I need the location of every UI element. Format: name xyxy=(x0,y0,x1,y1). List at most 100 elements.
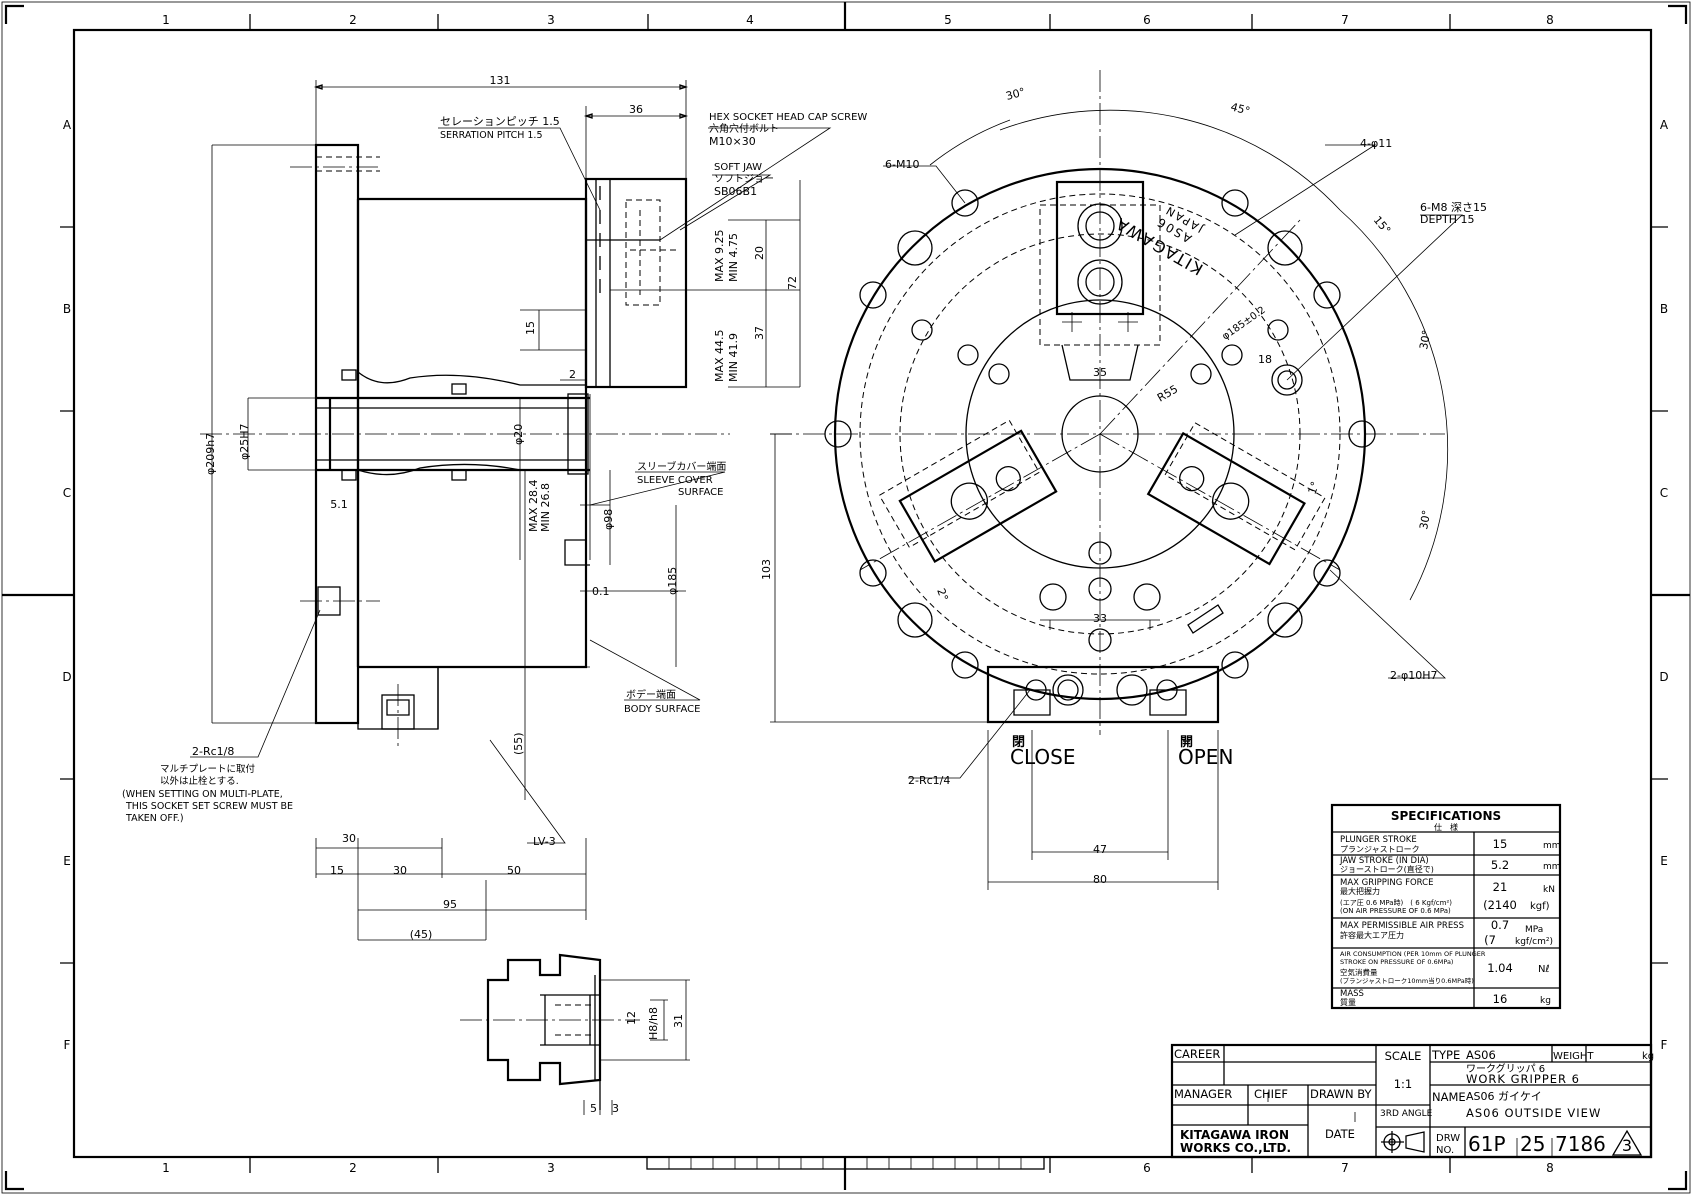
manager-label: MANAGER xyxy=(1174,1087,1232,1101)
angle-30a: 30° xyxy=(1004,85,1026,103)
spec-label: PLUNGER STROKE xyxy=(1340,835,1417,845)
spec-value: 1.04 xyxy=(1487,961,1513,975)
sleeve-en1: SLEEVE COVER xyxy=(637,475,713,486)
desc-jp: ワークグリッパ 6 xyxy=(1466,1062,1545,1075)
dim-15b: 15 xyxy=(330,864,344,877)
angle-30b: 30° xyxy=(1417,329,1433,350)
grid-labels: 1 2 3 4 5 6 7 8 1 2 3 6 7 8 A B C D E F … xyxy=(62,13,1669,1175)
dim-50: 50 xyxy=(507,864,521,877)
row-label: E xyxy=(63,854,71,868)
side-view-notes: セレーションピッチ 1.5 SERRATION PITCH 1.5 HEX SO… xyxy=(122,112,867,848)
title-block: CAREER SCALE 1:1 TYPE AS06 WEIGHT kg ワーク… xyxy=(1170,1043,1654,1159)
drawn-by-label: DRAWN BY xyxy=(1310,1087,1373,1101)
dim-30b: 30 xyxy=(393,864,407,877)
row-label: E xyxy=(1660,854,1668,868)
dim-45: (45) xyxy=(410,928,433,941)
name-en: AS06 OUTSIDE VIEW xyxy=(1466,1106,1601,1120)
dim-phi25: φ25H7 xyxy=(238,423,251,460)
depth-label: DEPTH 15 xyxy=(1420,213,1475,226)
dim-47: 47 xyxy=(1093,843,1107,856)
spec-value: 16 xyxy=(1493,992,1508,1006)
soft-jaw-jp: ソフトジョー xyxy=(714,174,774,185)
name-jp: AS06 ガイケイ xyxy=(1466,1090,1542,1103)
soft-jaw-code: SB06B1 xyxy=(714,185,757,198)
scale-value: 1:1 xyxy=(1394,1077,1413,1091)
dim-103: 103 xyxy=(760,559,773,580)
rc18-label: 2-Rc1/8 xyxy=(192,745,234,758)
multi-jp1: マルチプレートに取付 xyxy=(160,764,256,775)
multi-en2: THIS SOCKET SET SCREW MUST BE xyxy=(125,801,293,812)
spec-unit: Nℓ xyxy=(1538,964,1550,975)
dim-15: 15 xyxy=(524,321,537,335)
rc14-label: 2-Rc1/4 xyxy=(908,774,950,787)
dim-72: 72 xyxy=(786,276,799,290)
dim-5-1: 5.1 xyxy=(330,498,348,511)
side-view xyxy=(200,80,801,941)
col-label: 5 xyxy=(944,13,952,27)
dim-37: 37 xyxy=(753,326,766,340)
angle-2: 2° xyxy=(934,587,950,603)
dim-max925: MAX 9.25 xyxy=(713,229,726,282)
type-label: TYPE xyxy=(1431,1048,1460,1062)
spec-label: MAX GRIPPING FORCE xyxy=(1340,878,1433,888)
open-label: OPEN xyxy=(1178,745,1233,769)
close-label: CLOSE xyxy=(1010,745,1075,769)
desc-en: WORK GRIPPER 6 xyxy=(1466,1072,1580,1086)
spec-label-jp: 許容最大エア圧力 xyxy=(1340,930,1404,940)
spec-value: (7 xyxy=(1484,933,1496,947)
dim-33: 33 xyxy=(1093,612,1107,625)
row-label: C xyxy=(63,486,71,500)
dim-min475: MIN 4.75 xyxy=(727,233,740,282)
drawing-number-b: 25 xyxy=(1520,1132,1545,1156)
spec-value: 0.7 xyxy=(1491,918,1509,932)
dim-18: 18 xyxy=(1258,353,1272,366)
angle-label: 3RD ANGLE xyxy=(1380,1109,1433,1119)
col-label: 2 xyxy=(349,13,357,27)
chief-label: CHIEF xyxy=(1254,1087,1288,1101)
spec-title-jp: 仕 様 xyxy=(1434,822,1458,832)
dim-12: 12 xyxy=(625,1011,638,1025)
spec-unit: mm xyxy=(1543,841,1561,851)
dim-2: 2 xyxy=(569,368,576,381)
spec-title: SPECIFICATIONS xyxy=(1391,809,1501,823)
row-label: A xyxy=(1660,118,1669,132)
col-label: 8 xyxy=(1546,13,1554,27)
spec-label-jp: 質量 xyxy=(1340,997,1356,1007)
col-label: 3 xyxy=(547,1161,555,1175)
col-label: 3 xyxy=(547,13,555,27)
name-label: NAME xyxy=(1432,1090,1466,1104)
bolt-holes xyxy=(824,189,1376,679)
col-label: 8 xyxy=(1546,1161,1554,1175)
row-label: F xyxy=(64,1038,71,1052)
dim-36: 36 xyxy=(629,103,643,116)
type-value: AS06 xyxy=(1466,1048,1496,1062)
spec-label: AIR CONSUMPTION (PER 10mm OF PLUNGER xyxy=(1340,950,1486,958)
dim-55: (55) xyxy=(512,732,525,755)
phi11-label: 4-φ11 xyxy=(1360,137,1392,150)
dim-3: 3 xyxy=(612,1102,619,1115)
dim-5: 5 xyxy=(590,1102,597,1115)
row-label: F xyxy=(1661,1038,1668,1052)
dim-80: 80 xyxy=(1093,873,1107,886)
spec-label-jp: プランジャストローク xyxy=(1340,845,1420,854)
spec-label: MAX PERMISSIBLE AIR PRESS xyxy=(1340,921,1464,931)
hex-en: HEX SOCKET HEAD CAP SCREW xyxy=(709,112,867,123)
col-label: 6 xyxy=(1143,1161,1151,1175)
spec-sub: (ON AIR PRESSURE OF 0.6 MPa) xyxy=(1340,907,1451,915)
col-label: 7 xyxy=(1341,13,1349,27)
scale-label: SCALE xyxy=(1385,1049,1422,1063)
hex-size: M10×30 xyxy=(709,135,756,148)
row-label: B xyxy=(1660,302,1668,316)
col-label: 6 xyxy=(1143,13,1151,27)
spec-unit: MPa xyxy=(1525,925,1543,935)
spec-unit: mm xyxy=(1543,862,1561,872)
no-label: NO. xyxy=(1436,1145,1454,1156)
angle-1: 1° xyxy=(1306,480,1322,496)
spec-label-jp: ジョーストローク(直径で) xyxy=(1340,864,1434,874)
drawing-number-c: 7186 xyxy=(1555,1132,1606,1156)
company-line1: KITAGAWA IRON xyxy=(1180,1128,1289,1142)
phi185-label: φ185±0.2 xyxy=(1220,305,1267,343)
career-label: CAREER xyxy=(1174,1047,1220,1061)
specifications-table: SPECIFICATIONS 仕 様 PLUNGER STROKE プランジャス… xyxy=(1330,803,1562,1010)
